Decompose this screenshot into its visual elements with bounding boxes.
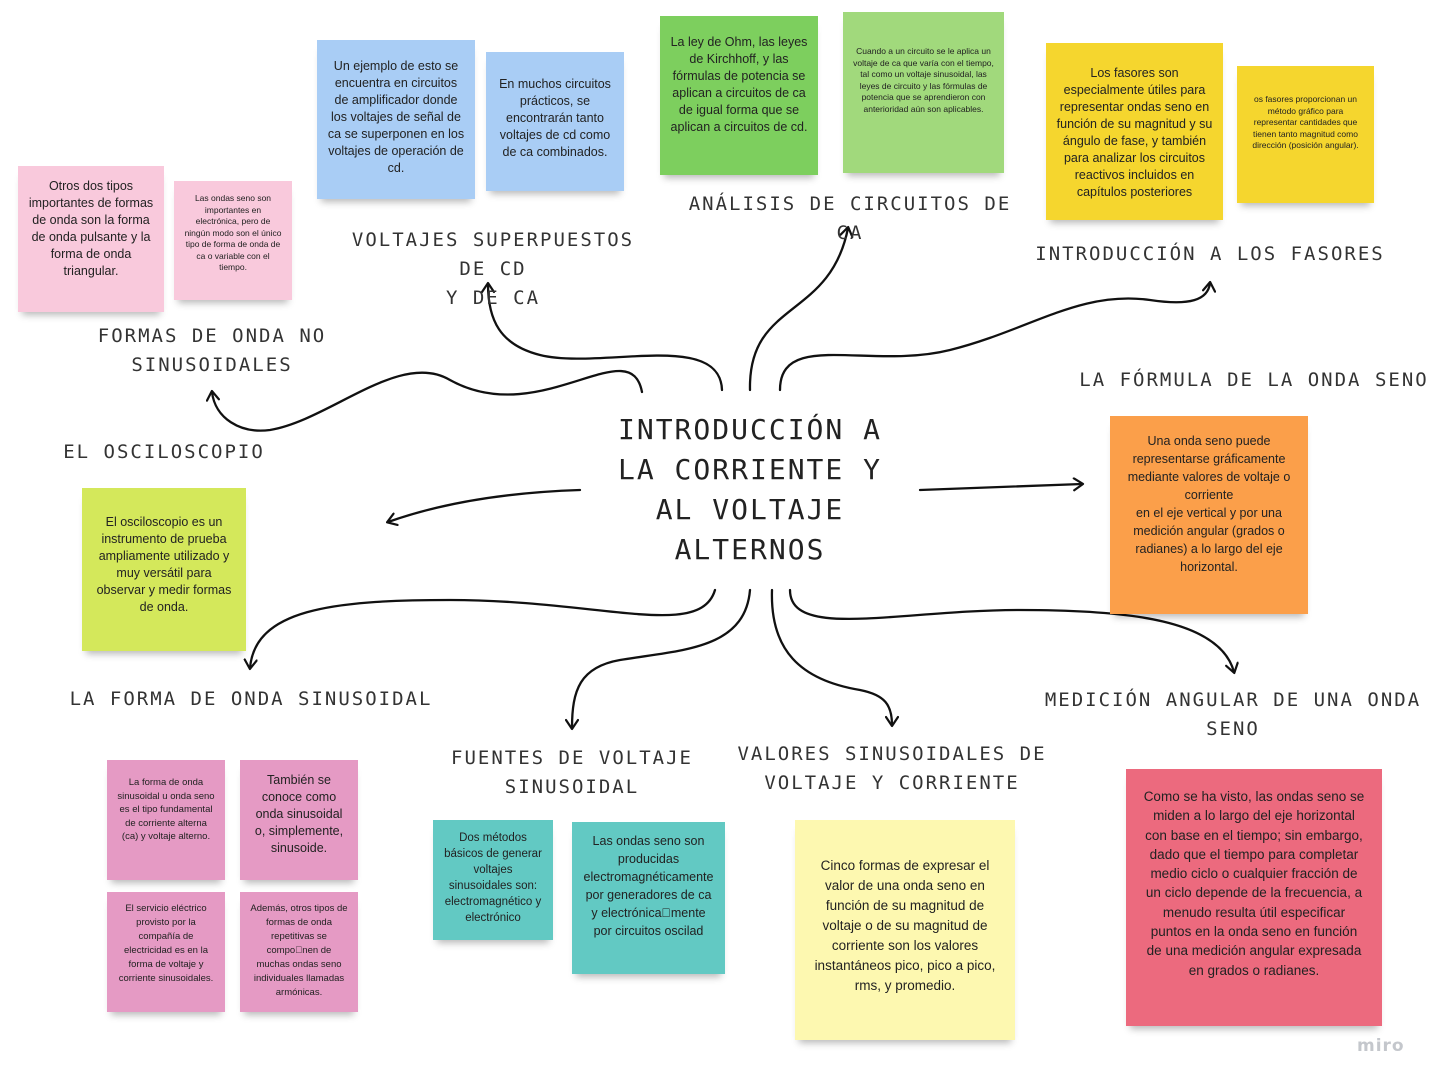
note-text: En muchos circuitos prácticos, se encont… [499,77,611,159]
note-text: Como se ha visto, las ondas seno se mide… [1143,789,1365,978]
sticky-note-analisis-1[interactable]: La ley de Ohm, las leyes de Kirchhoff, y… [660,16,818,175]
note-text: Las ondas seno son importantes en electr… [184,193,282,272]
sticky-note-superpuestos-1[interactable]: Un ejemplo de esto se encuentra en circu… [317,40,475,199]
sticky-note-formula[interactable]: Una onda seno puede representarse gráfic… [1110,416,1308,614]
note-text: Cinco formas de expresar el valor de una… [814,858,996,993]
topic-forma-sinusoidal[interactable]: LA FORMA DE ONDA SINUSOIDAL [69,688,433,710]
central-topic[interactable]: INTRODUCCIÓN A LA CORRIENTE Y AL VOLTAJE… [617,413,882,566]
sticky-note-fuentes-2[interactable]: Las ondas seno son producidas electromag… [572,822,725,974]
sticky-note-sinusoidal-4[interactable]: Además, otros tipos de formas de onda re… [240,892,358,1012]
note-text: El osciloscopio es un instrumento de pru… [96,515,232,614]
note-text: Otros dos tipos importantes de formas de… [28,179,154,278]
sticky-note-sinusoidal-2[interactable]: También se conoce como onda sinusoidal o… [240,760,358,880]
sticky-note-analisis-2[interactable]: Cuando a un circuito se le aplica un vol… [843,12,1004,173]
sticky-note-valores[interactable]: Cinco formas de expresar el valor de una… [795,820,1015,1040]
miro-watermark: miro [1357,1036,1405,1056]
note-text: Cuando a un circuito se le aplica un vol… [853,46,994,114]
sticky-note-fasores-2[interactable]: os fasores proporcionan un método gráfic… [1237,66,1374,203]
sticky-note-superpuestos-2[interactable]: En muchos circuitos prácticos, se encont… [486,52,624,191]
arrow-to-osciloscopio [388,488,582,522]
sticky-note-sinusoidal-3[interactable]: El servicio eléctrico provisto por la co… [107,892,225,1012]
note-text: Una onda seno puede representarse gráfic… [1127,434,1291,574]
topic-osciloscopio[interactable]: EL OSCILOSCOPIO [63,441,265,463]
sticky-note-osciloscopio[interactable]: El osciloscopio es un instrumento de pru… [82,488,246,651]
sticky-note-fasores-1[interactable]: Los fasores son especialmente útiles par… [1046,43,1223,220]
topic-formas-no-sinusoidales[interactable]: FORMAS DE ONDA NO SINUSOIDALES [97,325,327,376]
sticky-note-no-sinusoidal-1[interactable]: Otros dos tipos importantes de formas de… [18,166,164,312]
sticky-note-sinusoidal-1[interactable]: La forma de onda sinusoidal u onda seno … [107,760,225,880]
note-text: La forma de onda sinusoidal u onda seno … [117,777,215,842]
topic-valores-sinusoidales[interactable]: VALORES SINUSOIDALES DE VOLTAJE Y CORRIE… [737,743,1047,794]
note-text: El servicio eléctrico provisto por la co… [118,903,214,984]
note-text: Dos métodos básicos de generar voltajes … [444,832,542,924]
note-text: Los fasores son especialmente útiles par… [1056,66,1213,199]
sticky-note-no-sinusoidal-2[interactable]: Las ondas seno son importantes en electr… [174,181,292,300]
note-text: La ley de Ohm, las leyes de Kirchhoff, y… [670,35,808,134]
topic-medicion-angular[interactable]: MEDICIÓN ANGULAR DE UNA ONDA SENO [1044,689,1422,740]
topic-voltajes-superpuestos[interactable]: VOLTAJES SUPERPUESTOS DE CD Y DE CA [351,229,635,309]
arrow-to-valores [770,588,892,725]
note-text: También se conoce como onda sinusoidal o… [254,773,344,855]
arrow-to-forma-sinusoidal [250,588,717,668]
topic-fuentes-voltaje[interactable]: FUENTES DE VOLTAJE SINUSOIDAL [451,747,693,798]
note-text: Además, otros tipos de formas de onda re… [250,903,348,998]
arrow-to-fuentes [572,588,752,728]
note-text: Un ejemplo de esto se encuentra en circu… [327,59,465,175]
note-text: os fasores proporcionan un método gráfic… [1252,94,1359,150]
topic-formula-onda-seno[interactable]: LA FÓRMULA DE LA ONDA SENO [1079,369,1429,391]
note-text: Las ondas seno son producidas electromag… [583,834,714,938]
sticky-note-medicion[interactable]: Como se ha visto, las ondas seno se mide… [1126,769,1382,1026]
topic-analisis-circuitos[interactable]: ANÁLISIS DE CIRCUITOS DE CA [688,193,1012,244]
topic-fasores[interactable]: INTRODUCCIÓN A LOS FASORES [1035,243,1385,265]
sticky-note-fuentes-1[interactable]: Dos métodos básicos de generar voltajes … [433,820,553,940]
arrow-to-analisis [748,228,848,392]
arrow-to-formula [918,484,1082,490]
